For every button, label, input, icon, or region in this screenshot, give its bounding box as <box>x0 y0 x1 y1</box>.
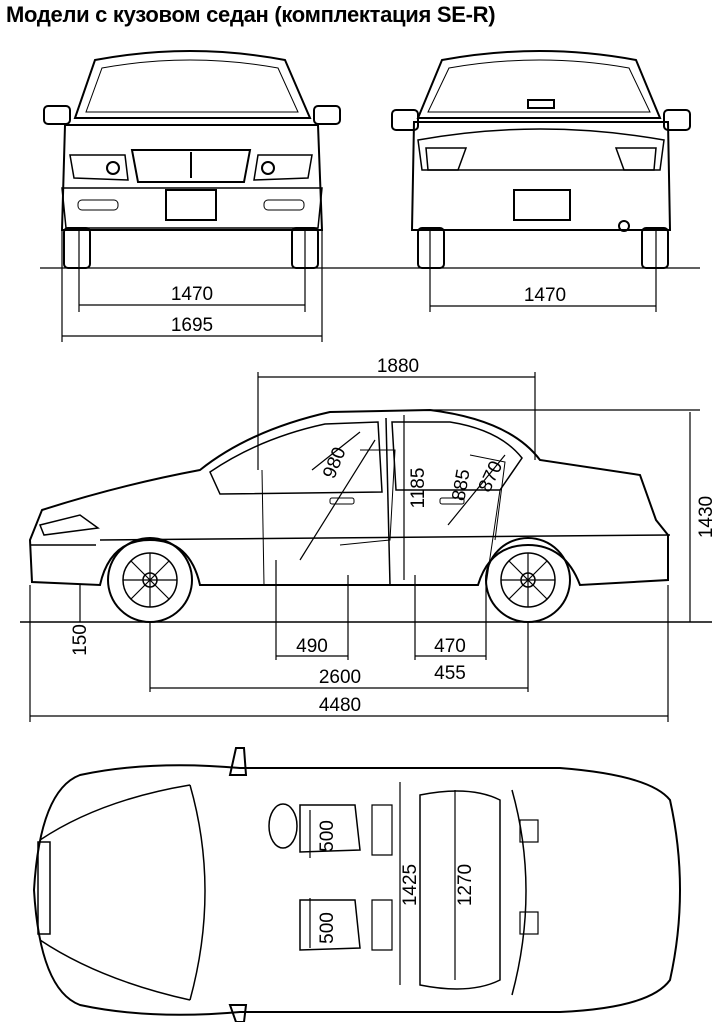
rear-track-label: 1470 <box>524 285 566 306</box>
rear-cabin-width-label: 1270 <box>455 864 476 906</box>
side-view <box>28 408 671 623</box>
interior-height-label: 1185 <box>408 468 429 509</box>
front-seat-offset-label: 490 <box>296 636 328 657</box>
overall-width-label: 1695 <box>171 315 213 336</box>
rear-seat-height-label: 870 <box>475 458 507 496</box>
front-cabin-width-label: 1425 <box>400 864 421 906</box>
overall-height-label: 1430 <box>696 496 717 538</box>
side-dimension-lines <box>29 372 700 722</box>
front-headroom-label: 980 <box>319 444 350 481</box>
front-track-label: 1470 <box>171 284 213 305</box>
wheel-spokes <box>123 553 555 607</box>
wheelbase-label: 2600 <box>319 667 361 688</box>
front-rear-dimension-lines <box>61 230 657 342</box>
front-view <box>43 50 341 269</box>
rear-overhang-label: 455 <box>434 663 466 684</box>
ground-clearance-label: 150 <box>70 624 91 656</box>
overall-length-label: 4480 <box>319 695 361 716</box>
front-seat-width-label: 500 <box>317 820 338 852</box>
front-seat-width-2-label: 500 <box>317 912 338 944</box>
page-title: Модели с кузовом седан (комплектация SE-… <box>6 2 496 27</box>
top-dimension-lines <box>309 782 456 985</box>
rear-seat-offset-label: 470 <box>434 636 466 657</box>
rear-view <box>391 50 691 269</box>
cabin-length-label: 1880 <box>377 356 419 377</box>
top-view <box>32 747 681 1022</box>
